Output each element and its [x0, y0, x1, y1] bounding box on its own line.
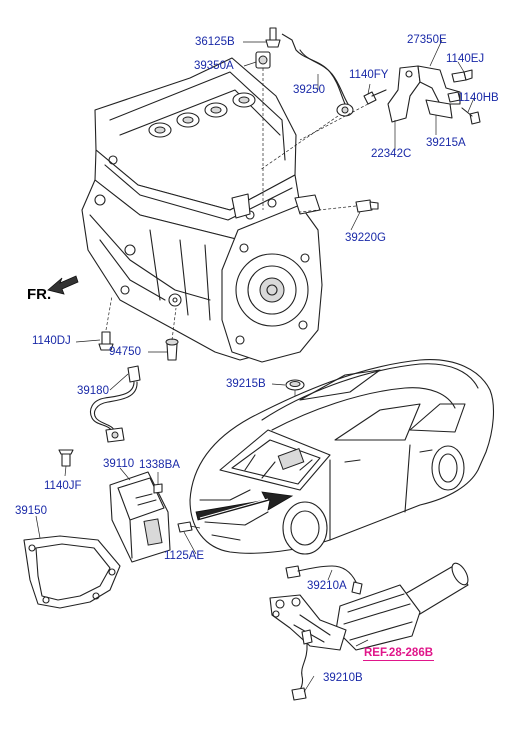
part-label-1338BA: 1338BA — [139, 459, 180, 471]
part-label-1140DJ: 1140DJ — [32, 335, 71, 347]
part-label-39210A: 39210A — [307, 580, 347, 592]
part-label-1125AE: 1125AE — [164, 550, 205, 562]
part-label-36125B: 36125B — [195, 36, 235, 48]
part-label-94750: 94750 — [109, 346, 141, 358]
front-marker: FR. — [27, 286, 52, 303]
plug-39215B — [285, 379, 305, 430]
coil-bracket-group — [299, 65, 481, 150]
part-label-39210B: 39210B — [323, 672, 363, 684]
ecu-group — [23, 471, 201, 609]
reference-link[interactable]: REF.28-286B — [363, 647, 435, 661]
part-label-39110: 39110 — [103, 458, 135, 470]
engine-block — [81, 57, 323, 363]
crank-sensor-group — [58, 365, 141, 467]
catalytic-converter-group — [269, 562, 469, 701]
part-label-39150: 39150 — [15, 505, 47, 517]
car-illustration — [189, 359, 494, 555]
part-label-39250: 39250 — [293, 84, 325, 96]
part-label-39215A: 39215A — [426, 137, 466, 149]
part-label-22342C: 22342C — [371, 148, 412, 160]
part-label-39350A: 39350A — [194, 60, 234, 72]
coolant-sensor — [299, 199, 379, 213]
oil-pressure-group — [98, 295, 179, 361]
front-arrow-icon — [47, 275, 79, 295]
part-label-1140JF: 1140JF — [44, 480, 82, 492]
leader-lines — [35, 39, 475, 693]
part-label-39220G: 39220G — [345, 232, 386, 244]
part-label-1140HB: 1140HB — [458, 92, 499, 104]
part-label-1140EJ: 1140EJ — [446, 53, 485, 65]
part-label-1140FY: 1140FY — [349, 69, 389, 81]
knock-sensor-group — [255, 27, 354, 210]
part-label-27350E: 27350E — [407, 34, 447, 46]
part-label-39215B: 39215B — [226, 378, 266, 390]
part-label-39180: 39180 — [77, 385, 109, 397]
